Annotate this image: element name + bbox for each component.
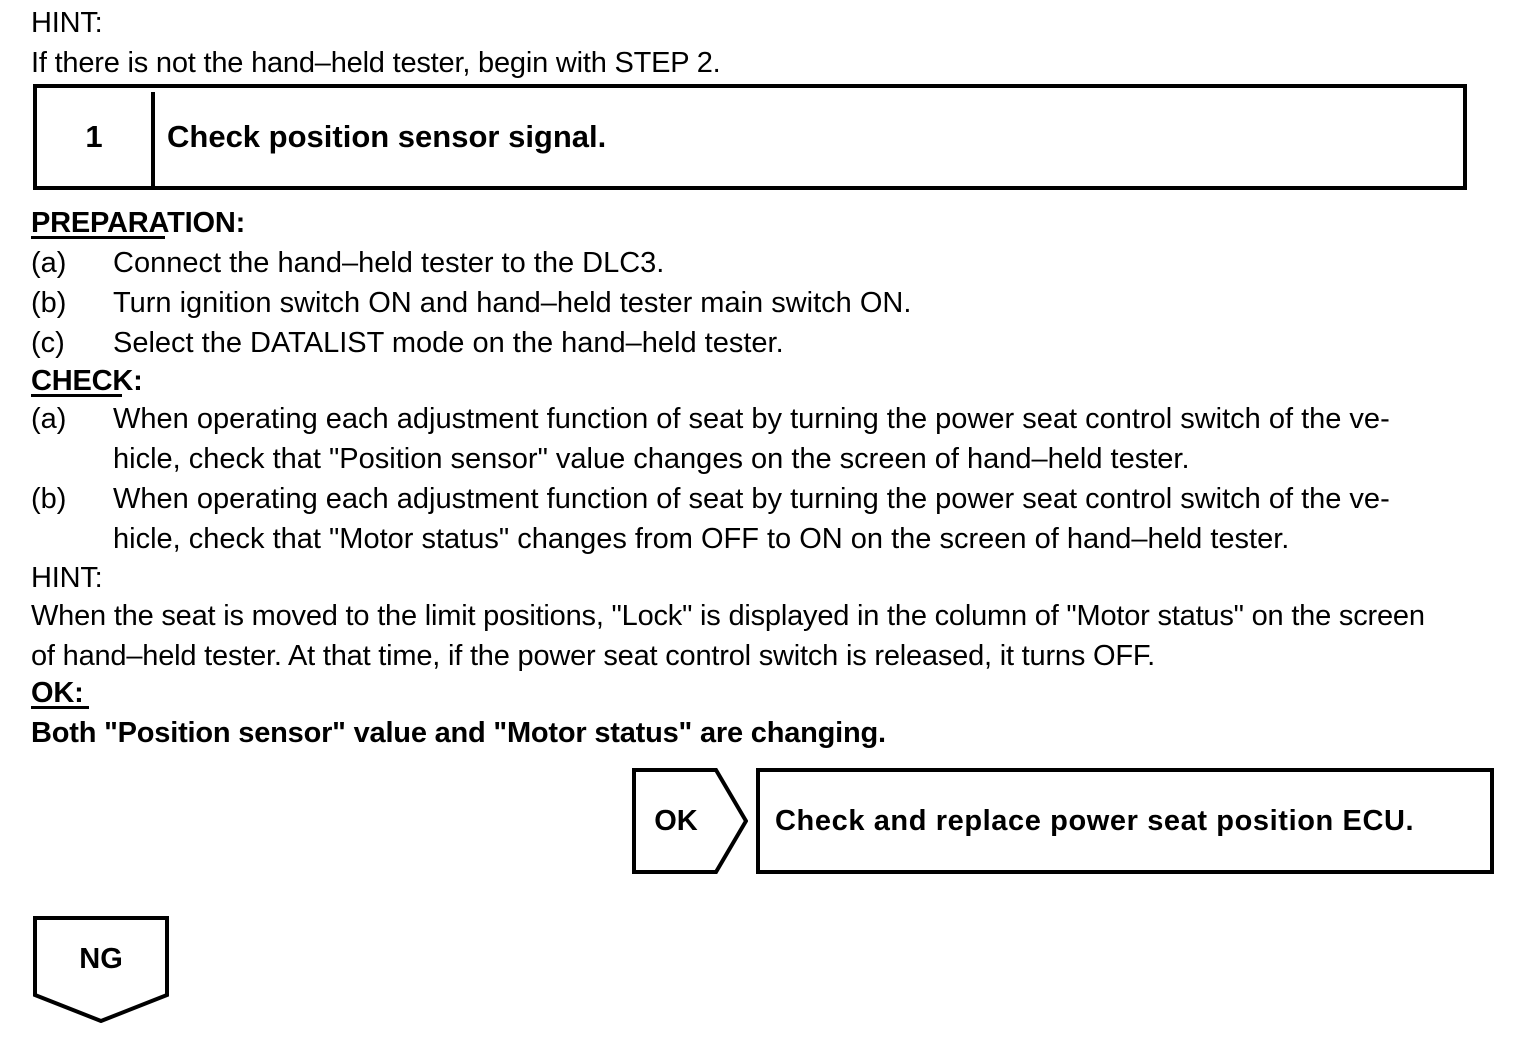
hint-mid-text: When the seat is moved to the limit posi… (31, 600, 1425, 672)
ok-action-box: Check and replace power seat position EC… (756, 768, 1494, 874)
hint-top-text: If there is not the hand–held tester, be… (31, 47, 721, 79)
list-item-text: When operating each adjustment function … (113, 403, 1390, 475)
step-box: 1 Check position sensor signal. (33, 84, 1467, 190)
list-item-marker: (b) (31, 287, 67, 319)
step-number: 1 (85, 119, 103, 154)
ng-arrow-badge: NG (33, 916, 169, 1023)
ok-branch-row: OK Check and replace power seat position… (632, 768, 1494, 874)
preparation-heading: PREPARATION: (31, 207, 246, 239)
check-heading-underline (31, 394, 122, 397)
ng-badge-label: NG (79, 943, 123, 975)
check-heading: CHECK: (31, 365, 143, 397)
hint-mid-label: HINT: (31, 562, 103, 594)
ok-heading-underline (31, 706, 89, 709)
list-item-marker: (c) (31, 327, 65, 359)
list-item-marker: (a) (31, 403, 67, 435)
list-item-marker: (a) (31, 247, 67, 279)
hint-top-label: HINT: (31, 7, 103, 39)
ok-action-text: Check and replace power seat position EC… (775, 805, 1415, 837)
step-box-divider (151, 92, 155, 188)
ok-badge-label: OK (654, 805, 698, 837)
ok-criteria-text: Both "Position sensor" value and "Motor … (31, 717, 886, 749)
preparation-heading-underline (31, 236, 165, 239)
list-item-text: Connect the hand–held tester to the DLC3… (113, 247, 665, 279)
list-item-text: Select the DATALIST mode on the hand–hel… (113, 327, 784, 359)
ok-arrow-badge: OK (632, 768, 748, 874)
list-item-text: Turn ignition switch ON and hand–held te… (113, 287, 912, 319)
list-item-text: When operating each adjustment function … (113, 483, 1390, 555)
step-title: Check position sensor signal. (167, 119, 607, 154)
list-item-marker: (b) (31, 483, 67, 515)
ok-heading: OK: (31, 677, 84, 709)
